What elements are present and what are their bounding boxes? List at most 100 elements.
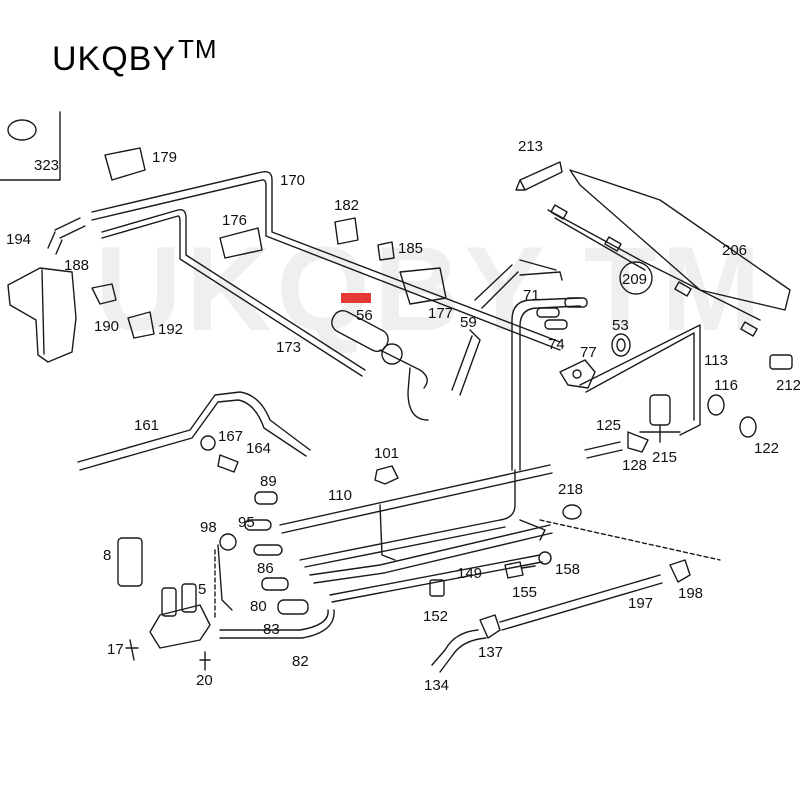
- clamp-98: [219, 533, 237, 551]
- pump-outlet: [379, 349, 429, 421]
- part-label-59: 59: [460, 314, 477, 331]
- washer-167: [200, 435, 216, 451]
- hose-194: [47, 217, 86, 255]
- fastener-213: [515, 161, 563, 191]
- connector-95b: [253, 544, 283, 556]
- part-label-95: 95: [238, 514, 255, 531]
- part-label-8: 8: [103, 547, 111, 564]
- hose-82: [219, 609, 335, 639]
- part-label-215: 215: [652, 449, 677, 466]
- hose-71: [511, 297, 581, 471]
- clip-74c: [564, 297, 588, 308]
- part-label-209: 209: [622, 271, 647, 288]
- hose-134: [431, 629, 487, 673]
- valve-block-5: [149, 604, 211, 649]
- part-label-83: 83: [263, 621, 280, 638]
- hose-170: [91, 170, 561, 343]
- part-label-80: 80: [250, 598, 267, 615]
- hose-197: [499, 574, 663, 631]
- hose-110b: [299, 469, 516, 568]
- part-label-122: 122: [754, 440, 779, 457]
- cap-218: [562, 504, 582, 520]
- bracket-179: [104, 147, 146, 181]
- brand-tm: TM: [178, 34, 218, 64]
- washer-158: [538, 551, 552, 565]
- panel-slot-a: [550, 204, 568, 220]
- grommet-116: [707, 394, 725, 416]
- part-label-152: 152: [423, 608, 448, 625]
- pump-ring: [381, 343, 403, 365]
- grommet-122: [739, 416, 757, 438]
- part-label-74: 74: [548, 336, 565, 353]
- part-label-101: 101: [374, 445, 399, 462]
- valve-215-pipe: [639, 424, 681, 443]
- part-label-134: 134: [424, 677, 449, 694]
- connector-80: [277, 599, 309, 615]
- part-label-56: 56: [356, 307, 373, 324]
- bracket-218: [519, 519, 546, 541]
- reservoir: [7, 267, 77, 363]
- part-label-71: 71: [523, 287, 540, 304]
- part-label-167: 167: [218, 428, 243, 445]
- part-label-17: 17: [107, 641, 124, 658]
- sensor-20: [199, 651, 211, 671]
- connector-95: [244, 519, 272, 531]
- part-label-213: 213: [518, 138, 543, 155]
- hose-173: [101, 208, 366, 371]
- hose-110: [279, 464, 553, 534]
- part-label-5: 5: [198, 581, 206, 598]
- connector-89: [254, 491, 278, 505]
- valve-5a: [161, 587, 177, 617]
- part-label-53: 53: [612, 317, 629, 334]
- hose-71-top: [519, 259, 563, 281]
- part-label-198: 198: [678, 585, 703, 602]
- brand-logo: UKQBYTM: [52, 34, 218, 79]
- part-label-110: 110: [328, 487, 352, 504]
- part-label-164: 164: [246, 440, 271, 457]
- nut-101: [374, 465, 399, 485]
- part-label-155: 155: [512, 584, 537, 601]
- clip-192: [127, 311, 155, 339]
- panel-slot-c: [674, 281, 692, 297]
- part-label-149: 149: [457, 565, 482, 582]
- hose-98: [217, 544, 233, 611]
- pump-8: [117, 537, 143, 587]
- part-label-212: 212: [776, 377, 800, 394]
- diagram-lines: [0, 111, 793, 673]
- part-label-128: 128: [622, 457, 647, 474]
- hose-125: [584, 441, 623, 459]
- grommet-53-inner: [616, 338, 626, 352]
- clamp-137: [479, 614, 501, 639]
- clip-185: [377, 241, 395, 261]
- hose-149: [309, 524, 553, 584]
- tee-77-hole: [572, 369, 582, 379]
- part-label-125: 125: [596, 417, 621, 434]
- valve-5b: [181, 583, 197, 613]
- clip-74b: [544, 319, 568, 330]
- part-label-206: 206: [722, 242, 747, 259]
- valve-215: [649, 394, 671, 426]
- part-label-158: 158: [555, 561, 580, 578]
- part-label-188: 188: [64, 257, 89, 274]
- part-label-137: 137: [478, 644, 503, 661]
- panel-slot-d: [740, 321, 758, 337]
- grommet-53: [611, 333, 631, 357]
- bolt-164: [217, 454, 239, 473]
- clip-182: [334, 217, 359, 245]
- strip-177: [474, 264, 519, 309]
- part-label-197: 197: [628, 595, 653, 612]
- hose-173-edge: [101, 215, 363, 377]
- panel-slot-b: [604, 236, 622, 252]
- clip-212: [769, 354, 793, 370]
- part-label-77: 77: [580, 344, 597, 361]
- brand-name: UKQBY: [52, 40, 177, 78]
- highlight-marker: [341, 293, 371, 303]
- panel-206-edge: [547, 209, 761, 321]
- clamp-198: [669, 559, 691, 583]
- part-label-89: 89: [260, 473, 277, 490]
- hose-161: [77, 391, 311, 471]
- callout-209: [619, 261, 653, 295]
- clamp-323: [7, 119, 37, 141]
